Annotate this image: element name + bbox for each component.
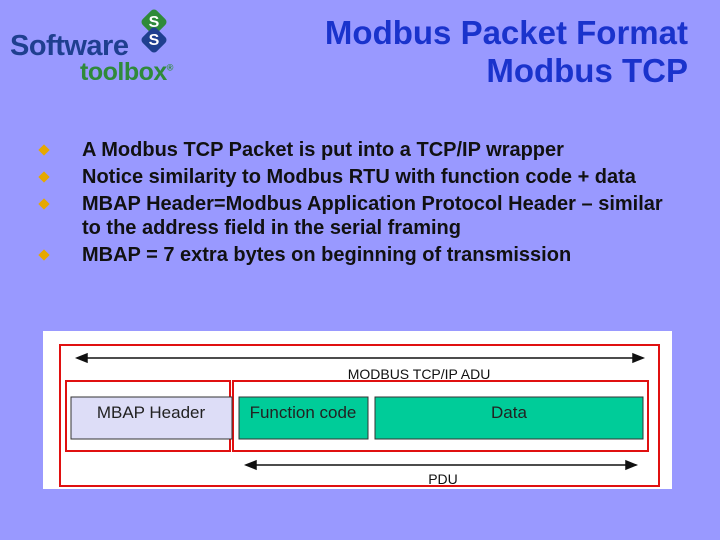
mbap-header-box xyxy=(70,396,233,440)
logo-text-toolbox: toolbox® xyxy=(80,58,173,87)
diamond-bullet-icon xyxy=(38,198,50,210)
adu-outline xyxy=(59,344,660,487)
software-toolbox-logo: S S Software toolbox® xyxy=(10,8,180,88)
bullet-text: MBAP = 7 extra bytes on beginning of tra… xyxy=(82,244,572,266)
diamond-bullet-icon xyxy=(38,144,50,156)
bullet-list: A Modbus TCP Packet is put into a TCP/IP… xyxy=(36,138,686,270)
slide-title-line2: Modbus TCP xyxy=(486,52,688,89)
diamond-bullet-icon xyxy=(38,249,50,261)
bullet-text: MBAP Header=Modbus Application Protocol … xyxy=(82,193,663,239)
slide-title-line1: Modbus Packet Format xyxy=(324,14,688,51)
bullet-text: A Modbus TCP Packet is put into a TCP/IP… xyxy=(82,139,564,161)
data-box xyxy=(374,396,644,440)
bullet-item: A Modbus TCP Packet is put into a TCP/IP… xyxy=(36,138,686,162)
function-code-box xyxy=(238,396,369,440)
svg-text:S: S xyxy=(149,32,160,49)
registered-mark: ® xyxy=(166,62,174,73)
svg-text:S: S xyxy=(149,14,160,31)
adu-arrow xyxy=(74,352,646,364)
pdu-arrow xyxy=(243,459,639,471)
logo-text-toolbox-word: toolbox xyxy=(80,58,167,86)
modbus-tcp-adu-diagram: MODBUS TCP/IP ADU MBAP Header Function c… xyxy=(43,331,672,489)
pdu-label: PDU xyxy=(428,471,458,487)
mbap-header-label: MBAP Header xyxy=(97,403,206,422)
adu-label: MODBUS TCP/IP ADU xyxy=(348,366,491,382)
logo-mark-icon: S S xyxy=(141,9,167,53)
bullet-item: MBAP Header=Modbus Application Protocol … xyxy=(36,192,686,240)
slide-title: Modbus Packet Format Modbus TCP xyxy=(325,14,688,90)
function-code-label: Function code xyxy=(250,403,357,422)
logo-text-software: Software xyxy=(10,30,129,62)
bullet-item: Notice similarity to Modbus RTU with fun… xyxy=(36,165,686,189)
data-label: Data xyxy=(491,403,527,422)
bullet-item: MBAP = 7 extra bytes on beginning of tra… xyxy=(36,243,686,267)
bullet-text: Notice similarity to Modbus RTU with fun… xyxy=(82,166,636,188)
pdu-outline xyxy=(232,380,649,452)
diamond-bullet-icon xyxy=(38,171,50,183)
